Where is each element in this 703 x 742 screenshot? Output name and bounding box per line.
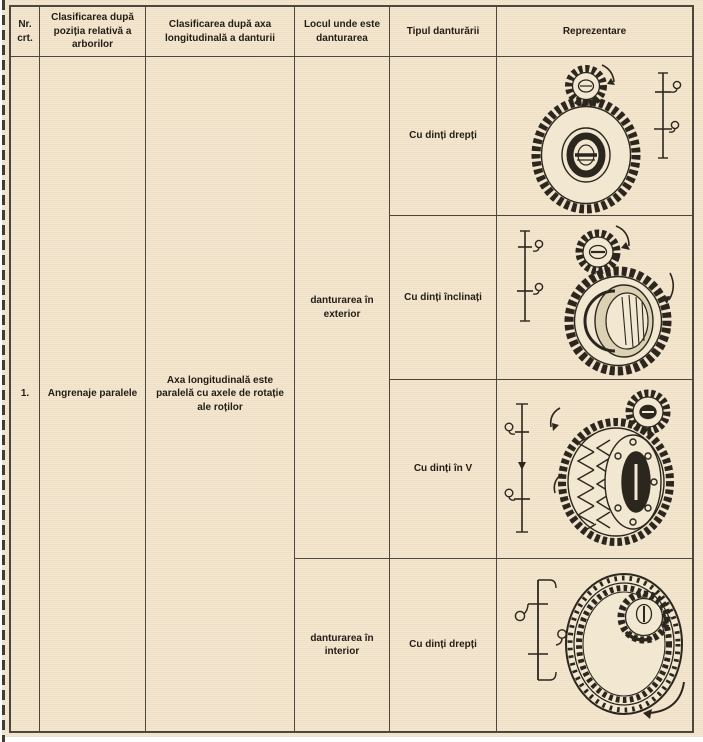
cell-axa-longitudinala: Axa longitudinală este paralelă cu axele…: [146, 57, 295, 731]
cell-tip-dinti-inclinati: Cu dinți înclinați: [390, 216, 497, 380]
external-herringbone-gear-pair-illustration: [504, 389, 674, 546]
cell-danturarea-interior: danturarea în interior: [295, 559, 390, 731]
external-spur-gear-pair-illustration: [531, 63, 682, 213]
cell-reprezentare-4: [497, 559, 692, 731]
cell-row-number: 1.: [11, 57, 40, 731]
header-tipul-danturarii: Tipul danturării: [390, 7, 497, 57]
cell-reprezentare-3: [497, 380, 692, 559]
header-locul-danturarea: Locul unde este danturarea: [295, 7, 390, 57]
cell-tip-dinti-drepti-exterior: Cu dinți drepți: [390, 57, 497, 216]
gear-classification-table: Nr. crt. Clasificarea după poziția relat…: [9, 5, 694, 733]
cell-tip-dinti-in-v: Cu dinți în V: [390, 380, 497, 559]
cell-tip-dinti-drepti-interior: Cu dinți drepți: [390, 559, 497, 731]
external-helical-gear-pair-illustration: [517, 224, 675, 375]
header-nr-crt: Nr. crt.: [11, 7, 40, 57]
cell-angrenaje-paralele: Angrenaje paralele: [40, 57, 146, 731]
cell-reprezentare-2: [497, 216, 692, 380]
internal-spur-gear-pair-illustration: [514, 573, 685, 719]
header-clasificare-pozitie: Clasificarea după poziția relativă a arb…: [40, 7, 146, 57]
header-reprezentare: Reprezentare: [497, 7, 692, 57]
cell-danturarea-exterior: danturarea în exterior: [295, 57, 390, 559]
header-clasificare-axa: Clasificarea după axa longitudinală a da…: [146, 7, 295, 57]
page-left-edge: [2, 0, 5, 742]
cell-reprezentare-1: [497, 57, 692, 216]
